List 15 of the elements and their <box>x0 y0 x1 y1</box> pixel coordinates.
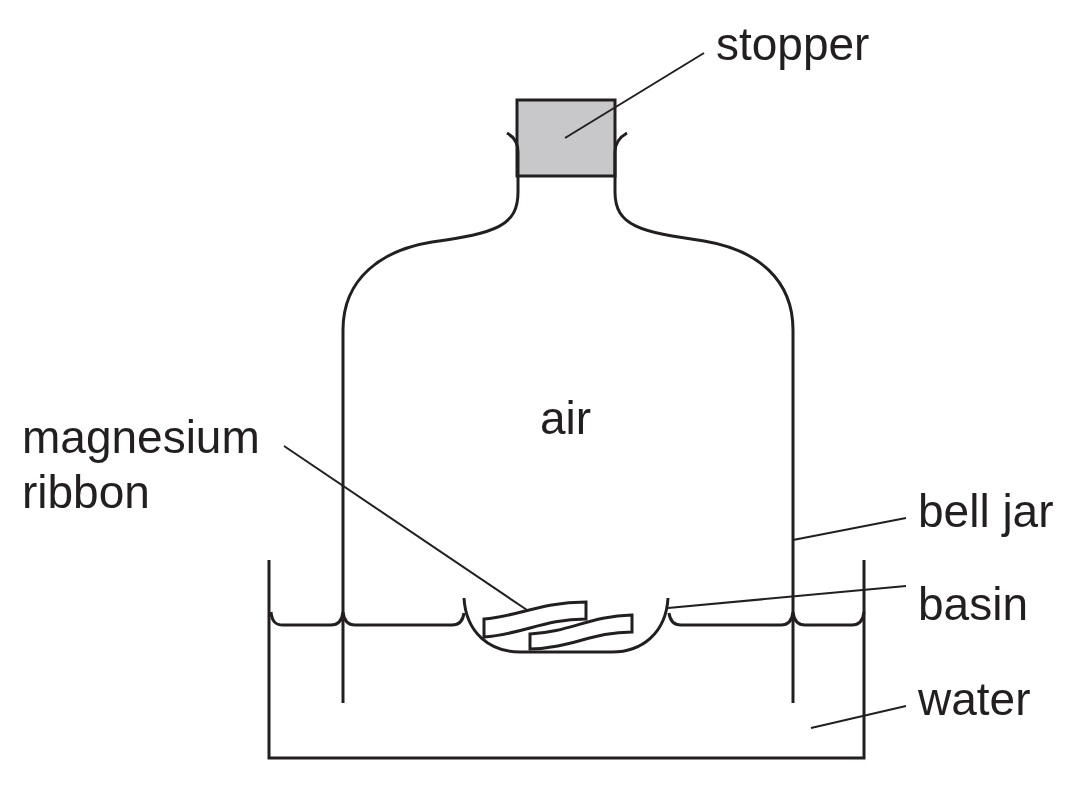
leader-line <box>283 445 528 611</box>
region-label: air <box>540 391 592 446</box>
part-label: basin <box>906 577 1028 632</box>
basin <box>462 597 670 654</box>
part-label: stopper <box>704 17 870 72</box>
stopper <box>515 98 617 178</box>
magnesium-ribbon <box>482 600 634 651</box>
leader-line <box>564 52 705 139</box>
leader-line <box>810 705 907 729</box>
leader-line <box>667 585 907 609</box>
leader-line <box>792 517 907 541</box>
part-label: bell jar <box>906 484 1054 539</box>
part-label: magnesium ribbon <box>22 410 284 520</box>
part-label: water <box>906 672 1031 727</box>
bell-jar <box>341 131 795 703</box>
